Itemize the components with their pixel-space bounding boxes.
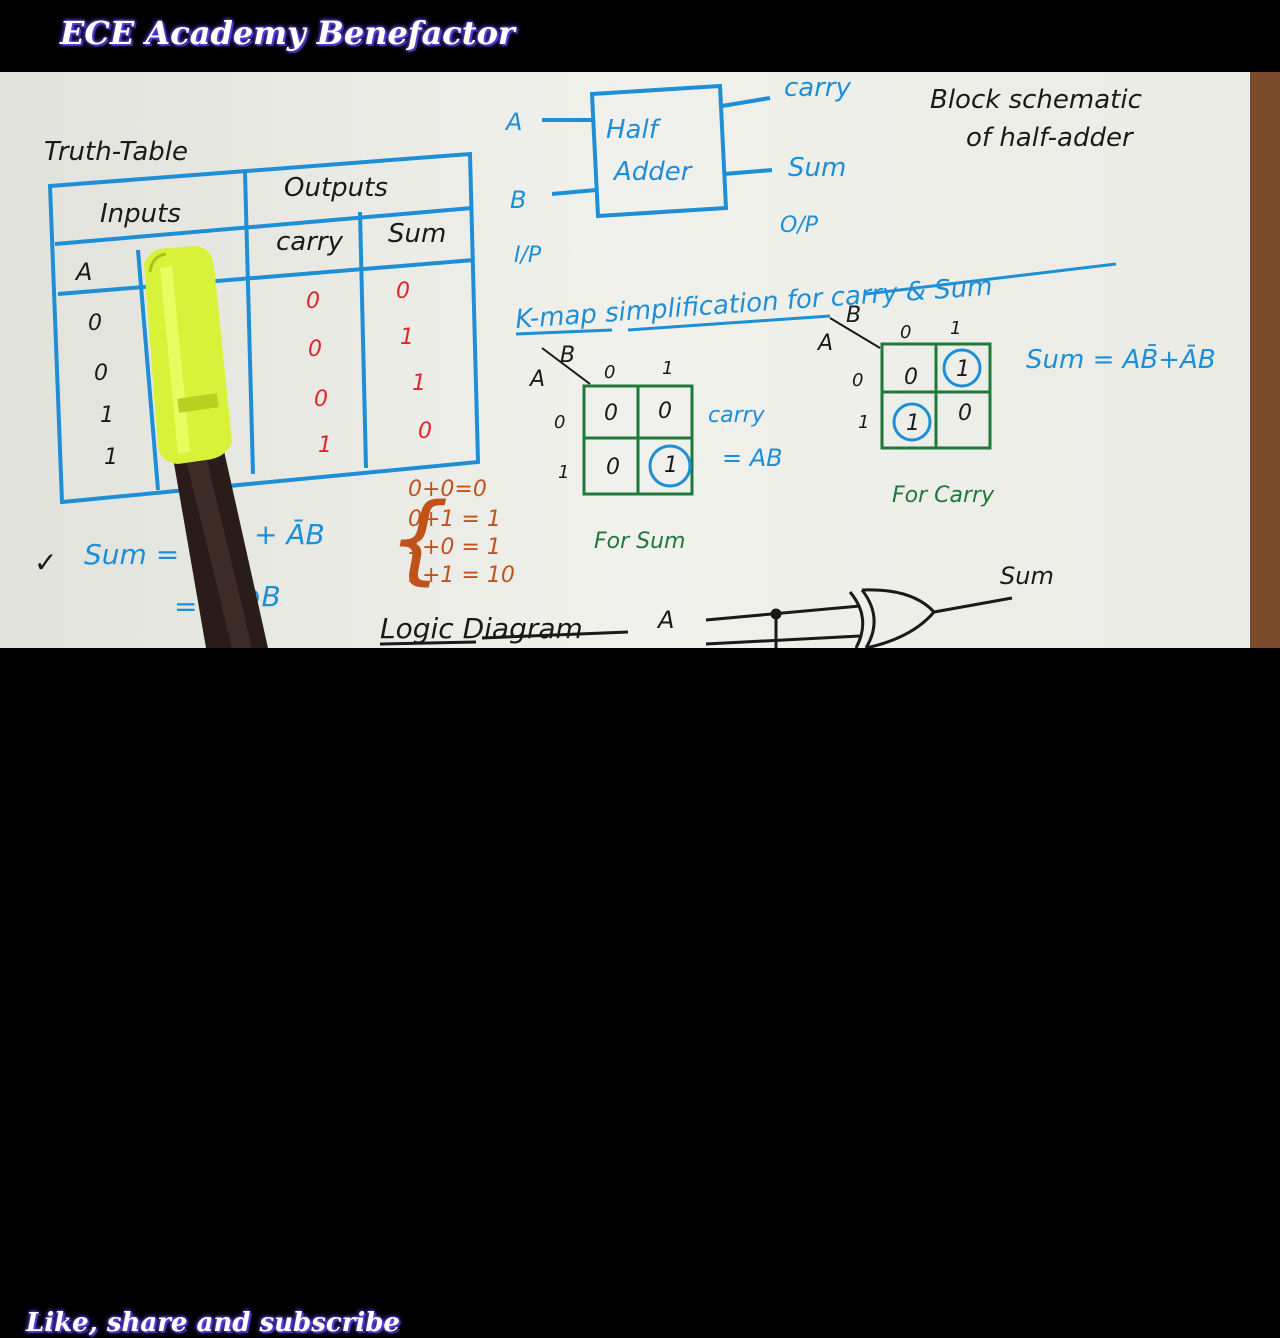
binary-addition: 0+0=0 0+1 = 1 1+0 = 1 1+1 = 10 (408, 477, 515, 588)
logic-output-sum: Sum (1000, 562, 1054, 590)
block-output-carry: carry (784, 73, 852, 103)
kmap-sum-row-0: 0 (852, 370, 863, 391)
binary-add-line: 0+1 = 1 (408, 507, 501, 532)
kmap-carry-b-label: B (560, 343, 575, 368)
kmap-carry-row-1: 1 (558, 462, 569, 483)
kmap-carry-cell: 0 (658, 399, 672, 424)
block-caption-line1: Block schematic (930, 85, 1142, 115)
row-a-cell: 1 (100, 403, 114, 428)
kmap-carry-cell: 1 (664, 453, 678, 478)
truth-table-a-column: 0 0 1 1 (88, 311, 118, 470)
truth-table (47, 151, 481, 505)
kmap-sum-group-circle (892, 402, 932, 442)
kmap-sum: A B 0 1 0 1 0 1 1 0 Sum = AB̄+ĀB For Car… (816, 303, 1216, 508)
kmap-carry-cell: 0 (606, 455, 620, 480)
kmap-carry-a-label: A (528, 367, 545, 392)
kmap-sum-equation: Sum = AB̄+ĀB (1026, 343, 1216, 375)
kmap-sum-b-label: B (846, 303, 861, 328)
row-sum-cell: 0 (396, 279, 410, 304)
subscribe-text: Like, share and subscribe (26, 1308, 400, 1338)
kmap-carry-cell: 0 (604, 401, 618, 426)
kmap-sum-group-circle (942, 348, 982, 388)
channel-title: ECE Academy Benefactor (60, 14, 515, 52)
bottom-banner: Like, share and subscribe (0, 648, 1280, 1338)
truth-table-heading: Truth-Table (44, 137, 188, 167)
block-output-sum: Sum (788, 153, 846, 183)
block-ip-label: I/P (514, 243, 542, 268)
kmap-carry: A B 0 1 0 1 0 0 0 1 carry = AB For Sum (528, 343, 783, 554)
truth-table-carry-column: 0 0 0 1 (306, 289, 332, 458)
kmap-carry-col-1: 1 (662, 358, 673, 379)
binary-add-brace: { (388, 483, 449, 595)
kmap-sum-row-1: 1 (858, 412, 869, 433)
kmap-sum-caption: For Carry (892, 483, 995, 508)
sum-expression-line1: Sum = (84, 538, 179, 571)
row-a-cell: 0 (88, 311, 102, 336)
block-box-line1: Half (606, 115, 662, 145)
half-adder-block (542, 83, 773, 219)
logic-diagram-title: Logic Diagram (380, 612, 583, 645)
xor-gate-drawing (705, 588, 1013, 648)
outputs-header: Outputs (284, 173, 388, 203)
kmap-carry-group-circle (648, 444, 692, 488)
kmap-sum-cell: 1 (906, 411, 920, 436)
highlighter-pen-icon (144, 246, 268, 648)
row-carry-cell: 0 (306, 289, 320, 314)
binary-add-line: 1+0 = 1 (408, 535, 501, 560)
col-sum-header: Sum (388, 219, 446, 249)
sum-expression-tail: + ĀB (254, 518, 325, 551)
col-carry-header: carry (276, 227, 344, 257)
kmap-sum-cell: 1 (956, 357, 970, 382)
whiteboard-photo: Truth-Table Inputs Outputs A B carry Sum… (0, 72, 1280, 648)
kmap-sum-a-label: A (816, 331, 833, 356)
kmap-carry-row-0: 0 (554, 412, 565, 433)
truth-table-sum-column: 0 1 1 0 (396, 279, 432, 444)
block-box-line2: Adder (612, 157, 694, 187)
col-a-header: A (74, 258, 92, 286)
kmap-sum-col-1: 1 (950, 318, 961, 339)
top-banner: ECE Academy Benefactor (0, 0, 1280, 72)
block-caption-line2: of half-adder (966, 123, 1135, 153)
kmap-carry-col-0: 0 (604, 362, 615, 383)
row-sum-cell: 1 (412, 371, 426, 396)
binary-add-line: 1+1 = 10 (408, 563, 515, 588)
row-carry-cell: 0 (308, 337, 322, 362)
block-input-a: A (504, 108, 522, 136)
row-carry-cell: 0 (314, 387, 328, 412)
kmap-carry-eq-line2: = AB (722, 444, 783, 472)
logic-input-a: A (656, 606, 674, 634)
kmap-sum-col-0: 0 (900, 322, 911, 343)
kmap-carry-eq-line1: carry (708, 403, 766, 428)
row-sum-cell: 1 (400, 325, 414, 350)
kmap-sum-cell: 0 (904, 365, 918, 390)
kmap-carry-caption: For Sum (594, 529, 686, 554)
block-op-label: O/P (780, 213, 819, 238)
kmap-sum-cell: 0 (958, 401, 972, 426)
row-carry-cell: 1 (318, 433, 332, 458)
row-a-cell: 0 (94, 361, 108, 386)
row-sum-cell: 0 (418, 419, 432, 444)
inputs-header: Inputs (100, 199, 181, 229)
block-input-b: B (510, 186, 526, 214)
row-a-cell: 1 (104, 445, 118, 470)
checkmark-icon: ✓ (34, 546, 57, 579)
binary-add-line: 0+0=0 (408, 477, 487, 502)
sum-expression-line2: = (174, 590, 197, 623)
